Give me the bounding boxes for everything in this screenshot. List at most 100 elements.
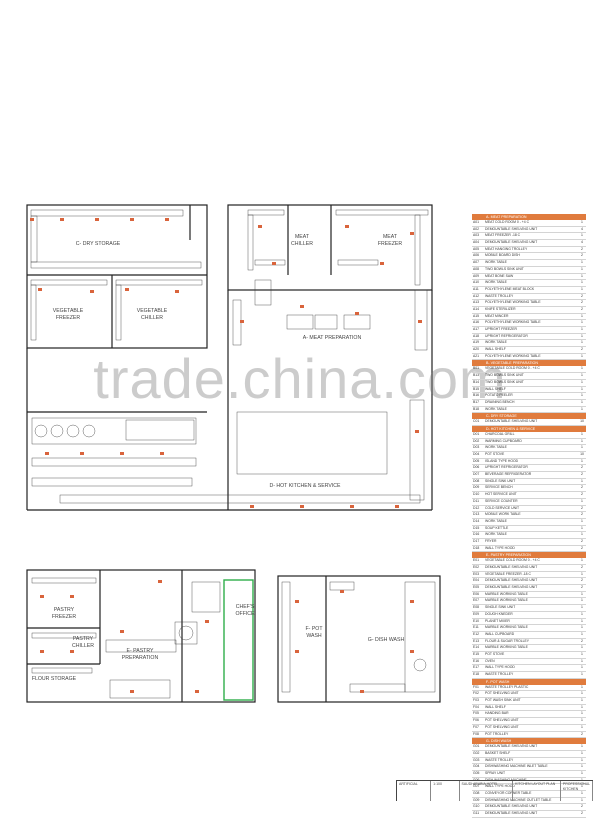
label-dry-storage: C- DRY STORAGE <box>76 241 121 247</box>
schedule-cell-desc: DISH WASHING MACHINE <box>485 777 527 782</box>
schedule-cell-code: E15 <box>473 651 480 656</box>
schedule-cell-qty: 1 <box>581 791 583 795</box>
schedule-section-header: F- POT WASH <box>472 678 586 685</box>
schedule-cell-qty: 2 <box>581 545 583 550</box>
schedule-cell-desc: TWO BOWLS SINK UNIT <box>485 266 524 271</box>
schedule-cell-desc: SERVICE BENCH <box>485 485 513 490</box>
schedule-cell-desc: VEGETABLE FREEZER -18 C <box>485 571 531 576</box>
equipment-tag <box>410 600 414 603</box>
schedule-cell-code: D02 <box>473 438 480 443</box>
schedule-section-header: C- DRY STORAGE <box>472 413 586 420</box>
schedule-cell-code: G11 <box>473 811 480 816</box>
schedule-cell-code: E14 <box>473 645 480 650</box>
schedule-cell-code: B15 <box>473 386 480 391</box>
schedule-cell-qty: 1 <box>581 366 583 371</box>
schedule-cell-code: G05 <box>473 770 480 775</box>
schedule-cell-desc: WARMING CUPBOARD <box>485 438 522 443</box>
schedule-cell-desc: WORK TABLE <box>485 260 507 265</box>
equipment-tag <box>415 430 419 433</box>
schedule-cell-qty: 1 <box>581 286 583 291</box>
dry-storage-shelving <box>30 209 202 269</box>
schedule-cell-code: G07 <box>473 784 480 789</box>
schedule-cell-code: A03 <box>473 233 480 238</box>
schedule-cell-code: A09 <box>473 273 480 278</box>
schedule-cell-code: B14 <box>473 379 480 384</box>
equipment-tag <box>258 225 262 228</box>
schedule-section-header: A- MEAT PREPARATION <box>472 214 586 220</box>
schedule-cell-code: D16 <box>473 532 480 537</box>
title-block-client: SAUDI ARABIA HOTEL <box>460 781 514 801</box>
upper-block-walls <box>26 204 433 511</box>
schedule-cell-code: A07 <box>473 260 480 265</box>
schedule-cell-qty: 1 <box>581 651 583 656</box>
schedule-cell-code: A12 <box>473 293 480 298</box>
schedule-cell-qty: 1 <box>581 260 583 265</box>
schedule-cell-desc: CONVEYOR CORNER TABLE <box>485 791 532 795</box>
schedule-cell-code: D07 <box>473 472 480 477</box>
schedule-cell-desc: POT SHELVING UNIT <box>485 691 519 696</box>
equipment-tag <box>45 452 49 455</box>
schedule-cell-desc: ISLAND TYPE HOOD <box>485 458 519 463</box>
schedule-cell-qty: 4 <box>581 240 583 245</box>
schedule-cell-desc: BASKET SHELF <box>485 750 511 755</box>
equipment-tag <box>30 218 34 221</box>
watermark-text: trade.china.com <box>93 347 506 410</box>
schedule-cell-code: A06 <box>473 253 480 258</box>
schedule-cell-code: F02 <box>473 691 479 696</box>
schedule-cell-qty: 1 <box>581 333 583 338</box>
schedule-cell-qty: 1 <box>581 698 583 703</box>
schedule-cell-code: A15 <box>473 313 480 318</box>
schedule-cell-qty: 1 <box>581 724 583 729</box>
schedule-cell-code: A21 <box>473 353 480 358</box>
title-block-project: ARTIFICIAL <box>397 781 432 801</box>
schedule-cell-qty: 1 <box>581 645 583 650</box>
schedule-cell-code: A14 <box>473 306 480 311</box>
schedule-cell-code: G06 <box>473 777 480 782</box>
schedule-cell-qty: 1 <box>581 406 583 411</box>
schedule-cell-desc: DEMOUNTABLE SHELVING UNIT <box>485 240 538 245</box>
schedule-cell-desc: COLD SERVICE UNIT <box>485 505 520 510</box>
equipment-tag <box>160 452 164 455</box>
schedule-cell-code: F06 <box>473 718 479 723</box>
schedule-cell-qty: 1 <box>581 770 583 775</box>
schedule-cell-desc: DEMOUNTABLE SHELVING UNIT <box>485 565 538 569</box>
equipment-tag <box>125 288 129 291</box>
schedule-cell-qty: 1 <box>581 438 583 443</box>
schedule-cell-qty: 1 <box>581 598 583 603</box>
schedule-cell-qty: 2 <box>581 578 583 583</box>
schedule-cell-desc: TWO BOWLS SINK UNIT <box>485 373 524 378</box>
schedule-cell-desc: MARBLE WORKING TABLE <box>485 625 528 630</box>
schedule-cell-qty: 1 <box>581 340 583 345</box>
schedule-cell-qty: 1 <box>581 631 583 636</box>
schedule-cell-desc: FLOUR & SUGAR TROLLEY <box>485 638 530 643</box>
schedule-cell-qty: 1 <box>581 273 583 278</box>
